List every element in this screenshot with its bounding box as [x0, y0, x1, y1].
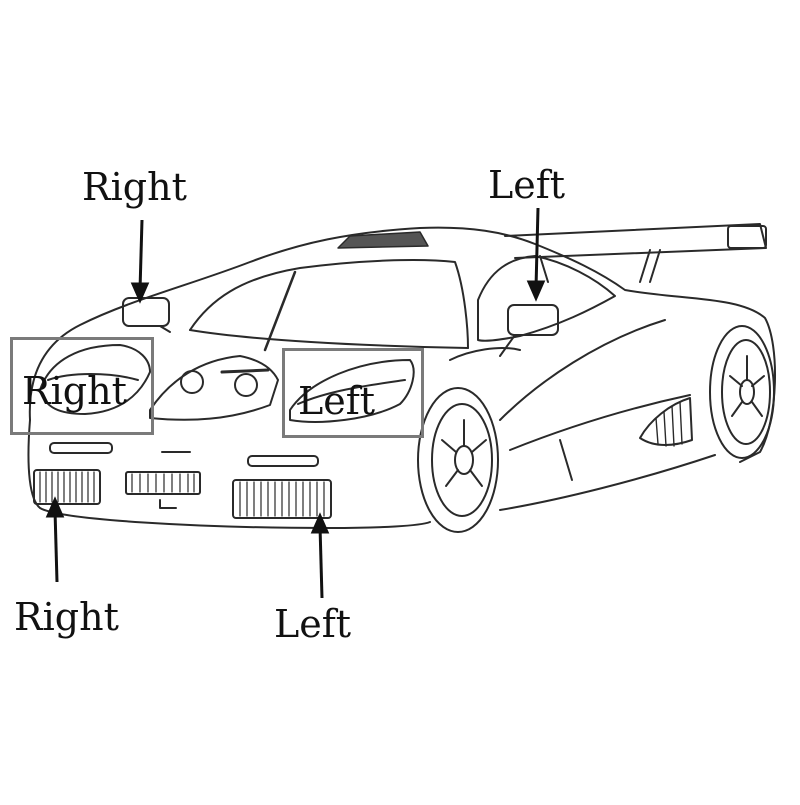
mirrors	[122, 297, 559, 357]
car-body	[27, 226, 776, 529]
label-mirror-left: Left	[488, 163, 566, 207]
arrow-intake-left-head	[310, 512, 330, 534]
headlight-left-box	[282, 348, 424, 438]
arrow-mirror-left	[534, 207, 540, 289]
label-headlight-right: Right	[22, 369, 127, 413]
label-headlight-left: Left	[298, 379, 376, 423]
rear-wheel	[709, 325, 775, 459]
headlight-right-box	[10, 337, 154, 435]
front-intakes	[33, 469, 332, 519]
front-wheel	[417, 387, 499, 533]
arrow-intake-left	[318, 525, 324, 599]
arrow-intake-right-head	[45, 496, 65, 518]
arrow-intake-right	[53, 509, 59, 583]
label-mirror-right: Right	[82, 165, 187, 209]
label-intake-right: Right	[14, 595, 119, 639]
arrow-mirror-right	[138, 219, 144, 291]
arrow-mirror-right-head	[130, 282, 150, 304]
arrow-mirror-left-head	[526, 280, 546, 302]
label-intake-left: Left	[274, 602, 352, 646]
rear-wing	[504, 223, 767, 283]
